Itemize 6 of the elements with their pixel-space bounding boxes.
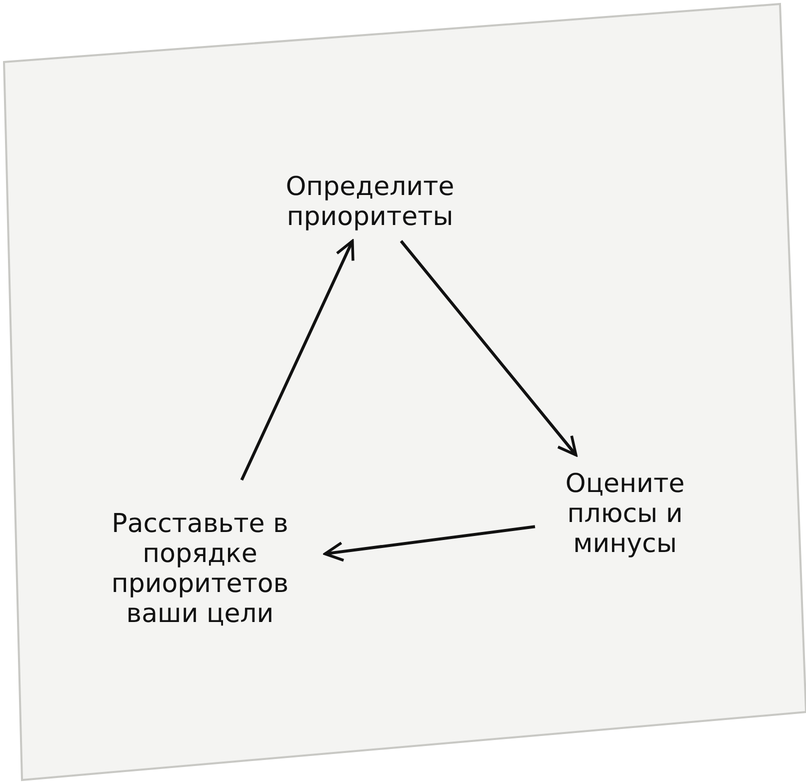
step-label: Определите приоритеты [284,173,456,233]
step-label: Расставьте в порядке приоритетов ваши цели [110,510,290,630]
step-label: Оцените плюсы и минусы [564,470,686,560]
arrow [400,240,578,456]
arrow [324,525,536,562]
arrow [240,240,354,481]
